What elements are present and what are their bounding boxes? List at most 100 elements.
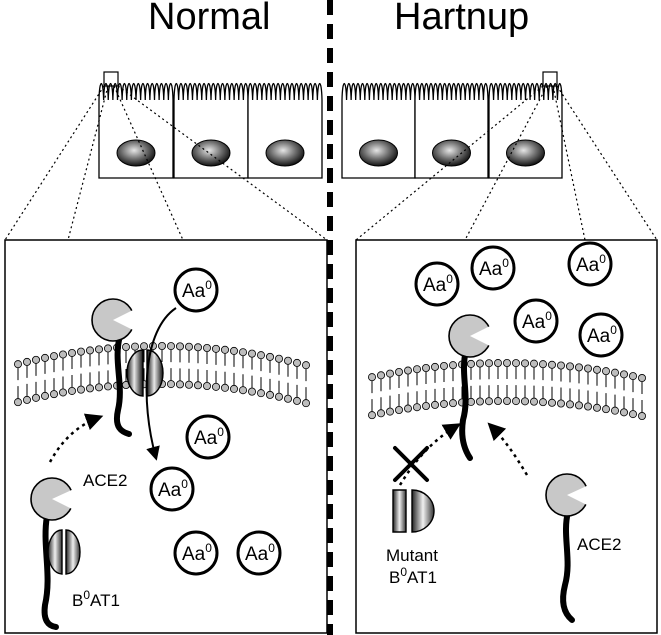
nucleus: [191, 139, 231, 167]
amino-acid: Aa0: [173, 267, 219, 313]
svg-text:Aa0: Aa0: [522, 309, 552, 333]
epithelial-cell: [98, 82, 174, 179]
lipid: [439, 361, 448, 408]
block-x-icon: [393, 446, 429, 482]
lipid: [394, 367, 403, 414]
lipid: [193, 343, 202, 390]
lipid: [22, 357, 31, 404]
lipid: [412, 365, 421, 412]
lipid: [575, 363, 584, 410]
lipid: [376, 371, 385, 418]
amino-acid: Aa0: [185, 414, 231, 460]
lipid: [367, 373, 376, 420]
lipid: [202, 343, 211, 390]
mutant-label-line1: Mutant: [386, 546, 438, 565]
lipid: [448, 361, 457, 408]
svg-text:Aa0: Aa0: [158, 477, 188, 501]
svg-text:Aa0: Aa0: [245, 541, 275, 565]
lipid: [175, 342, 184, 389]
title-normal: Normal: [148, 0, 270, 38]
amino-acid: Aa0: [513, 298, 559, 344]
lipid: [50, 352, 59, 399]
panel-hartnup: [355, 239, 658, 634]
lipid: [430, 362, 439, 409]
zoom-marker-left: [103, 71, 119, 87]
lipid: [566, 362, 575, 409]
nucleus: [116, 139, 156, 167]
lipid: [512, 359, 521, 406]
lipid: [256, 351, 265, 398]
svg-text:Aa0: Aa0: [576, 252, 606, 276]
lipid: [301, 361, 310, 408]
nucleus: [359, 139, 398, 167]
ace2-membrane-normal: [91, 298, 137, 437]
lipid: [403, 366, 412, 413]
lipid: [521, 359, 530, 406]
transport-arrow-normal: [145, 307, 177, 461]
lipid: [629, 372, 638, 419]
amino-acid: Aa0: [567, 241, 613, 287]
lipid: [602, 367, 611, 414]
lipid: [184, 342, 193, 389]
lipid: [584, 364, 593, 411]
lipid: [593, 365, 602, 412]
lipid: [68, 348, 77, 395]
lipid: [530, 359, 539, 406]
svg-text:Aa0: Aa0: [479, 256, 509, 280]
lipid: [274, 354, 283, 401]
lipid: [557, 361, 566, 408]
epithelial-cell: [247, 82, 323, 179]
amino-acid: Aa0: [173, 530, 219, 576]
lipid: [539, 360, 548, 407]
ace2-intracellular-normal: [30, 477, 76, 630]
title-hartnup: Hartnup: [394, 0, 529, 38]
lipid: [466, 359, 475, 406]
mutant-label-line2: B0AT1: [389, 565, 437, 587]
amino-acid: Aa0: [149, 466, 195, 512]
b0at1-label-normal: B0AT1: [72, 588, 120, 610]
lipid: [620, 370, 629, 417]
lipid: [484, 359, 493, 406]
ace2-label-normal: ACE2: [83, 471, 127, 490]
lipid: [283, 356, 292, 403]
amino-acid: Aa0: [236, 530, 282, 576]
lipid: [32, 355, 41, 402]
lipid: [104, 344, 113, 391]
lipid: [421, 363, 430, 410]
lipid: [385, 369, 394, 416]
mutant-b0at1-transporter: [392, 489, 435, 533]
lipid: [548, 360, 557, 407]
trafficking-arrow-hartnup: [487, 422, 529, 476]
amino-acid: Aa0: [470, 245, 516, 291]
lipid: [220, 345, 229, 392]
svg-text:Aa0: Aa0: [587, 323, 617, 347]
lipid: [292, 358, 301, 405]
zoom-lines-right: [355, 85, 658, 241]
lipid: [13, 360, 22, 407]
ace2-intracellular-hartnup: [545, 473, 591, 623]
nucleus: [432, 139, 471, 167]
svg-text:Aa0: Aa0: [194, 425, 224, 449]
b0at1-transporter-normal: [126, 349, 164, 397]
lipid: [238, 348, 247, 395]
zoom-marker-right: [542, 71, 558, 87]
epithelium-hartnup: [341, 82, 563, 179]
epithelial-cell: [341, 82, 416, 179]
panel-normal: [4, 239, 328, 634]
nucleus: [506, 139, 545, 167]
lipid: [166, 342, 175, 389]
lipid: [611, 368, 620, 415]
lipid: [638, 374, 647, 421]
lipid: [122, 343, 131, 390]
lipid: [41, 353, 50, 400]
svg-text:Aa0: Aa0: [182, 278, 212, 302]
epithelial-cell: [488, 82, 563, 179]
amino-acid: Aa0: [578, 312, 624, 358]
lipid: [77, 347, 86, 394]
epithelial-cell: [414, 82, 489, 179]
lipid: [86, 346, 95, 393]
lipid: [211, 344, 220, 391]
ace2-label-hartnup: ACE2: [577, 535, 621, 554]
amino-acid: Aa0: [414, 261, 460, 307]
